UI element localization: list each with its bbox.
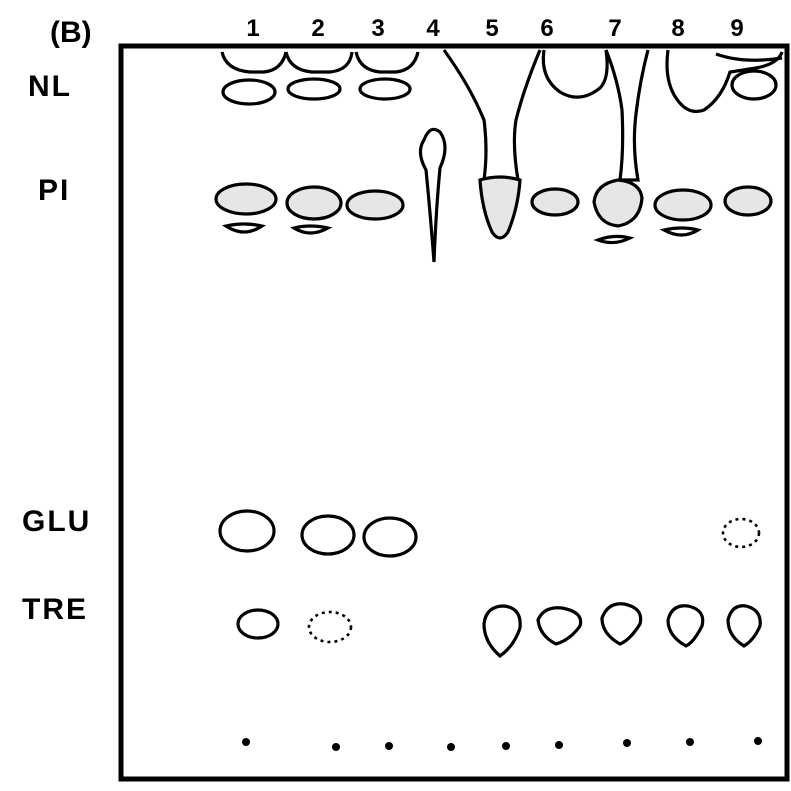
origin-dot-lane9 bbox=[754, 737, 762, 745]
nl-front-lane9 bbox=[715, 52, 783, 62]
glu-spot-lane3 bbox=[362, 516, 418, 558]
glu-spot-lane9 bbox=[721, 517, 761, 549]
row-label-pi: PI bbox=[38, 174, 70, 207]
row-label-tre: TRE bbox=[22, 593, 88, 626]
tre-spot-lane1 bbox=[236, 608, 280, 640]
pi-spots bbox=[214, 178, 773, 245]
origin-dot-lane1 bbox=[242, 738, 250, 746]
lane-label-6: 6 bbox=[540, 15, 553, 42]
pi-spot-lane5 bbox=[478, 175, 522, 240]
pi-minor-spot-lane8 bbox=[659, 226, 703, 237]
pi-spot-lane7 bbox=[592, 178, 644, 228]
glu-spots bbox=[218, 509, 761, 558]
nl-spot-lane2 bbox=[286, 77, 342, 101]
lane-label-5: 5 bbox=[485, 15, 498, 42]
streaks bbox=[418, 49, 650, 263]
nl-spot-lane1-top bbox=[220, 51, 288, 74]
lane-label-3: 3 bbox=[371, 15, 384, 42]
lane-label-2: 2 bbox=[311, 15, 324, 42]
tre-spot-lane7 bbox=[600, 602, 643, 646]
pi-spot-lane3 bbox=[345, 189, 405, 221]
lane-label-1: 1 bbox=[246, 15, 259, 42]
pi-spot-lane9 bbox=[723, 185, 773, 217]
tre-spot-lane5 bbox=[482, 604, 522, 659]
pi-minor-spot-lane7 bbox=[593, 234, 635, 245]
nl-spot-lane1 bbox=[221, 78, 277, 106]
nl-spot-lane6 bbox=[541, 49, 609, 99]
tre-spot-lane6 bbox=[536, 606, 583, 646]
tre-spots bbox=[236, 602, 762, 659]
origin-dot-lane6 bbox=[555, 741, 563, 749]
origin-dot-lane7 bbox=[623, 739, 631, 747]
origin-dot-lane2 bbox=[332, 743, 340, 751]
pi-spot-lane8 bbox=[653, 188, 713, 222]
origin-dot-lane3 bbox=[385, 742, 393, 750]
tre-spot-lane2 bbox=[307, 610, 353, 644]
nl-spot-lane2-top bbox=[284, 51, 354, 74]
lane-label-4: 4 bbox=[426, 15, 440, 42]
panel-label: (B) bbox=[50, 16, 92, 49]
tlc-plate-frame bbox=[118, 43, 790, 782]
nl-spots bbox=[220, 49, 784, 114]
origin-dot-lane8 bbox=[686, 738, 694, 746]
tre-spot-lane9 bbox=[726, 604, 762, 648]
tre-spot-lane8 bbox=[666, 604, 705, 648]
origin-dot-lane5 bbox=[502, 742, 510, 750]
nl-spot-lane3 bbox=[358, 77, 412, 101]
pi-minor-spot-lane2 bbox=[289, 224, 333, 235]
streak-lane4 bbox=[418, 127, 447, 263]
pi-spot-lane2 bbox=[285, 185, 343, 221]
pi-minor-spot-lane1 bbox=[221, 222, 267, 234]
lane-label-9: 9 bbox=[730, 15, 743, 42]
origin-dots bbox=[242, 737, 762, 751]
nl-spot-lane9 bbox=[730, 69, 778, 101]
streak-lane5 bbox=[442, 49, 542, 182]
glu-spot-lane1 bbox=[218, 509, 276, 553]
lane-label-7: 7 bbox=[608, 15, 621, 42]
row-label-glu: GLU bbox=[22, 505, 91, 538]
nl-spot-lane3-top bbox=[354, 51, 420, 74]
pi-spot-lane6 bbox=[530, 187, 580, 217]
origin-dot-lane4 bbox=[447, 743, 455, 751]
pi-spot-lane1 bbox=[214, 182, 278, 216]
glu-spot-lane2 bbox=[300, 514, 356, 556]
nl-spot-lane8 bbox=[665, 49, 784, 114]
row-label-nl: NL bbox=[28, 70, 72, 103]
lane-numbers: 1 2 3 4 5 6 7 8 9 bbox=[246, 15, 743, 42]
streak-lane7 bbox=[604, 49, 650, 182]
lane-label-8: 8 bbox=[671, 15, 684, 42]
